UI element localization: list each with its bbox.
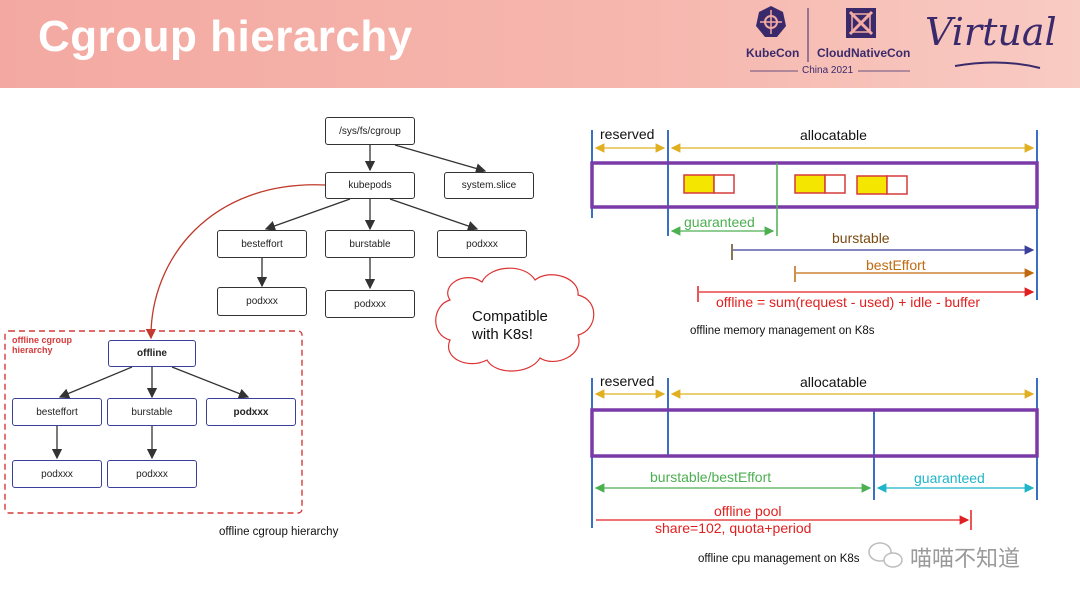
cpu-diagram (590, 378, 1039, 530)
mem-guaranteed-label: guaranteed (684, 214, 755, 230)
event-year-label: China 2021 (802, 65, 854, 76)
cpu-guaranteed-label: guaranteed (914, 470, 985, 486)
node-offline-besteffort: besteffort (12, 398, 102, 426)
cloud-text: Compatible with K8s! (472, 308, 572, 344)
offline-link-arrow (145, 184, 326, 340)
node-kubepods: kubepods (325, 172, 415, 199)
cpu-allocatable-label: allocatable (800, 374, 867, 390)
node-offline-podxxx: podxxx (206, 398, 296, 426)
mem-allocatable-label: allocatable (800, 127, 867, 143)
cloudnativecon-label: CloudNativeCon (817, 46, 911, 60)
node-system-slice: system.slice (444, 172, 534, 199)
offline-hierarchy-caption: offline cgroup hierarchy (219, 526, 339, 538)
page-title: Cgroup hierarchy (38, 12, 413, 61)
mem-besteffort-label: bestEffort (866, 257, 926, 273)
memory-caption: offline memory management on K8s (690, 325, 875, 337)
watermark-text: 喵喵不知道 (910, 547, 1021, 572)
wechat-icon (868, 542, 903, 568)
node-offline: offline (108, 340, 196, 367)
compatible-cloud (435, 267, 595, 372)
cpu-reserved-label: reserved (600, 373, 655, 389)
memory-diagram (590, 130, 1039, 302)
node-podxxx: podxxx (437, 230, 527, 258)
header-logos (750, 6, 1041, 72)
virtual-swoosh (954, 61, 1041, 69)
node-besteffort-pod: podxxx (217, 287, 307, 316)
cpu-share-label: share=102, quota+period (655, 520, 812, 536)
node-besteffort: besteffort (217, 230, 307, 258)
cloud-text-line2: with K8s! (472, 326, 533, 343)
offline-hierarchy-box (4, 330, 303, 514)
tree-edges (51, 144, 487, 460)
mem-burstable-label: burstable (832, 230, 890, 246)
node-sys-fs-cgroup: /sys/fs/cgroup (325, 117, 415, 145)
header-banner (0, 0, 1080, 88)
virtual-label: Virtual (925, 10, 1057, 54)
node-burstable-pod: podxxx (325, 290, 415, 318)
mem-offline-formula: offline = sum(request - used) + idle - b… (716, 294, 981, 310)
cpu-caption: offline cpu management on K8s (698, 553, 860, 565)
kubecon-label: KubeCon (746, 46, 800, 60)
offline-box-label: offline cgroup hierarchy (12, 335, 72, 355)
cpu-offline-pool-label: offline pool (714, 503, 782, 519)
node-offline-burstable-pod: podxxx (107, 460, 197, 488)
cloudnativecon-logo-icon (846, 8, 876, 38)
mem-reserved-label: reserved (600, 126, 655, 142)
node-offline-burstable: burstable (107, 398, 197, 426)
node-offline-besteffort-pod: podxxx (12, 460, 102, 488)
cpu-burstable-besteffort-label: burstable/bestEffort (650, 469, 772, 485)
cloud-text-line1: Compatible (472, 308, 548, 325)
kubecon-logo-icon (756, 6, 786, 37)
node-burstable: burstable (325, 230, 415, 258)
